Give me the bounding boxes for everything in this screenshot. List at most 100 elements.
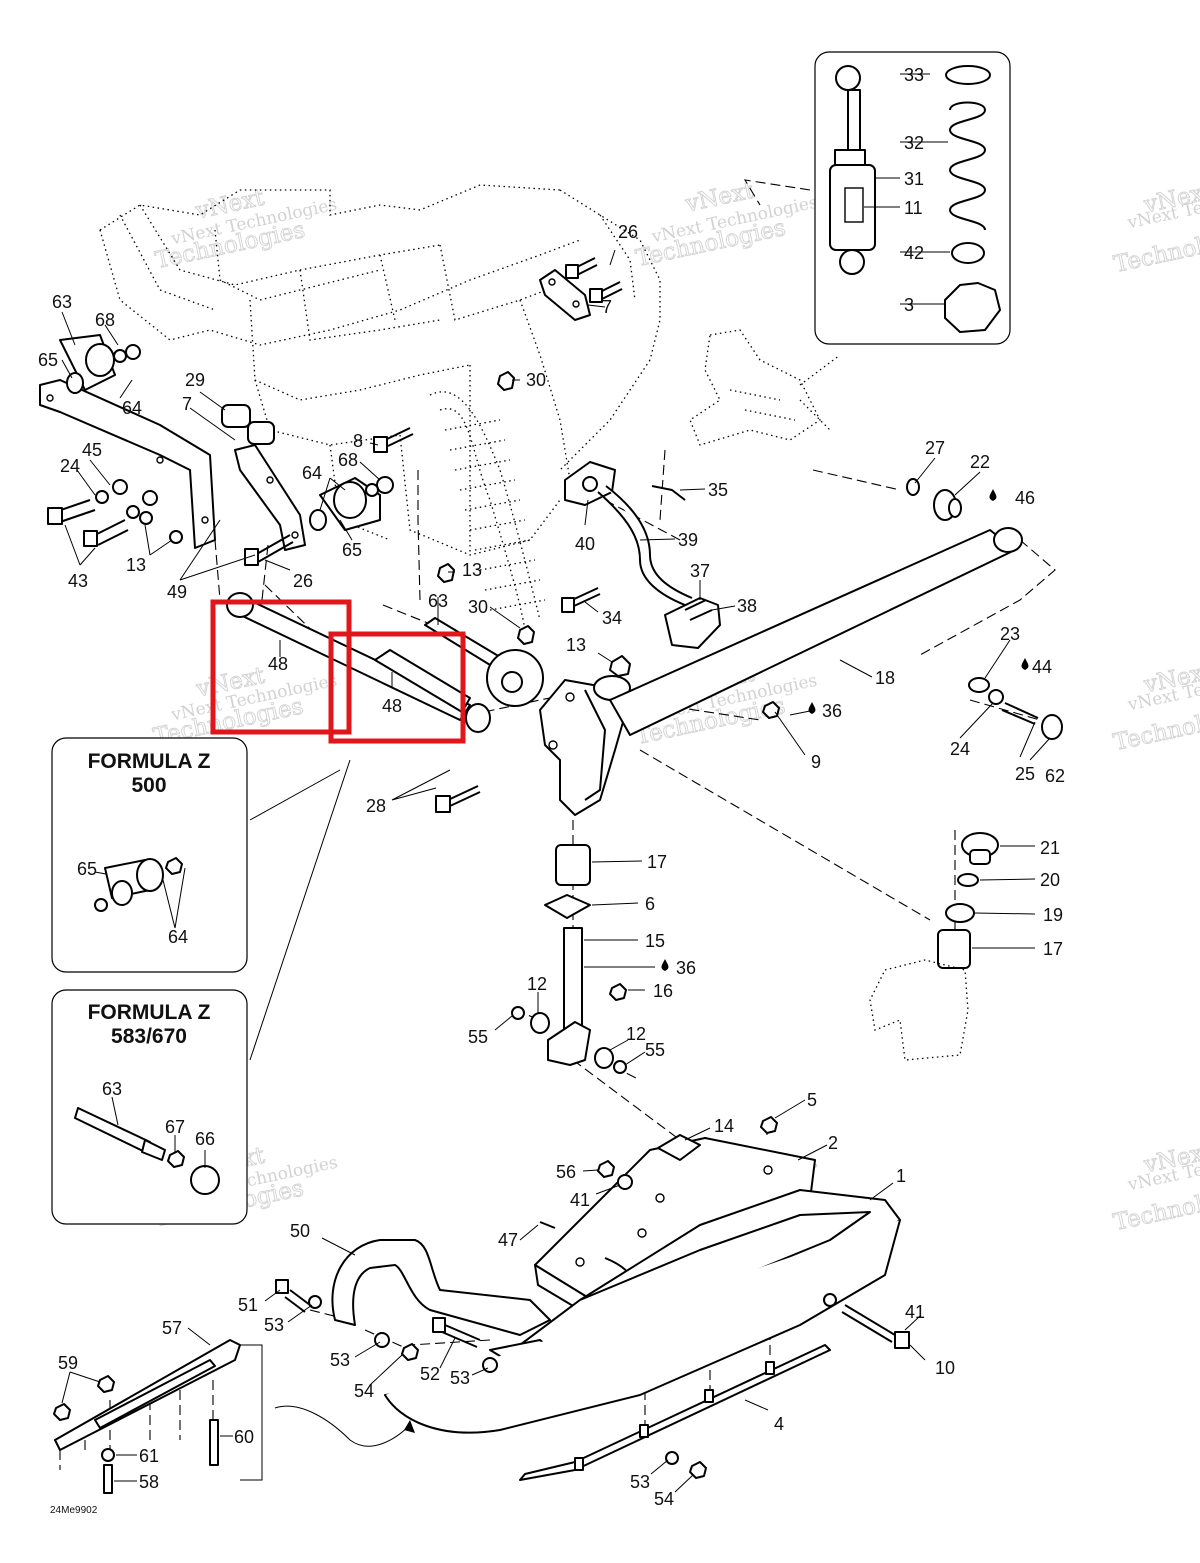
callout-64: 64 xyxy=(168,927,188,947)
callout-65: 65 xyxy=(38,350,58,370)
callout-33: 33 xyxy=(904,65,924,85)
cap-62 xyxy=(1041,714,1063,740)
drawing-code: 24Me9902 xyxy=(50,1505,98,1516)
stud xyxy=(639,1424,649,1438)
stud xyxy=(765,1361,775,1375)
watermark: vNext Technologies vNext Technologies xyxy=(1111,658,1200,756)
callout-37: 37 xyxy=(690,561,710,581)
bolt-head xyxy=(432,1317,446,1333)
callout-68: 68 xyxy=(95,310,115,330)
knob-21-stem xyxy=(969,849,991,865)
callout-51: 51 xyxy=(238,1295,258,1315)
ball-joint xyxy=(136,858,164,892)
watermark: vNext Technologies vNext Technologies xyxy=(153,184,339,274)
callout-63: 63 xyxy=(428,591,448,611)
grease-drop-icon xyxy=(989,489,997,501)
callout-43: 43 xyxy=(68,571,88,591)
ski-underside xyxy=(384,1219,901,1434)
shock-eye-bottom xyxy=(839,249,865,275)
plate-6 xyxy=(544,894,591,919)
washer-55 xyxy=(613,1060,627,1074)
washer-24 xyxy=(988,689,1004,705)
callout-53: 53 xyxy=(450,1368,470,1388)
left-bracket-assembly xyxy=(39,334,414,566)
shock-inset xyxy=(814,51,1011,345)
bolt-head xyxy=(561,597,575,613)
callout-30: 30 xyxy=(526,370,546,390)
callout-14: 14 xyxy=(714,1116,734,1136)
shock-collar xyxy=(834,149,866,166)
callout-8: 8 xyxy=(353,431,363,451)
callout-53: 53 xyxy=(630,1472,650,1492)
circlip-20 xyxy=(957,873,979,887)
watermark: vNext Technologies vNext Technologies xyxy=(151,662,339,751)
callout-68: 68 xyxy=(338,450,358,470)
bolt-head xyxy=(435,795,451,813)
callout-55: 55 xyxy=(468,1027,488,1047)
callout-16: 16 xyxy=(653,981,673,1001)
highlight-boxes xyxy=(210,599,466,744)
callout-12: 12 xyxy=(626,1024,646,1044)
callout-19: 19 xyxy=(1043,905,1063,925)
watermark: vNext Technologies vNext Technologies xyxy=(1111,1138,1200,1236)
washer xyxy=(113,349,127,363)
callout-24: 24 xyxy=(60,456,80,476)
callout-13: 13 xyxy=(462,560,482,580)
ski-handle-assembly xyxy=(274,1239,551,1447)
nut xyxy=(165,857,183,875)
callout-49: 49 xyxy=(167,582,187,602)
hole xyxy=(46,394,54,402)
callout-17: 17 xyxy=(647,852,667,872)
nut-13 xyxy=(609,655,631,677)
callout-18: 18 xyxy=(875,668,895,688)
callout-28: 28 xyxy=(366,796,386,816)
callout-26: 26 xyxy=(293,571,313,591)
nut-30 xyxy=(497,371,515,391)
callout-64: 64 xyxy=(122,398,142,418)
callout-63: 63 xyxy=(52,292,72,312)
hole xyxy=(655,1193,665,1203)
callout-7: 7 xyxy=(182,394,192,414)
nut xyxy=(139,511,153,525)
hole xyxy=(763,1165,773,1175)
callout-34: 34 xyxy=(602,608,622,628)
callout-63: 63 xyxy=(102,1079,122,1099)
pin-35 xyxy=(651,485,686,501)
washer-41 xyxy=(823,1293,837,1307)
top-bracket xyxy=(497,257,623,391)
bushing xyxy=(226,592,254,618)
spindle-assembly xyxy=(539,478,1023,816)
inset-formula-z-583-670: FORMULA Z 583/670 xyxy=(51,759,351,1225)
callout-58: 58 xyxy=(139,1472,159,1492)
callout-60: 60 xyxy=(234,1427,254,1447)
hole xyxy=(201,516,209,524)
nut-59 xyxy=(53,1403,71,1421)
circlip-23 xyxy=(968,677,990,693)
spring-cup-33 xyxy=(945,65,991,85)
right-hardware xyxy=(869,677,1063,1061)
nut-13 xyxy=(169,530,183,544)
callout-7: 7 xyxy=(602,297,612,317)
nut-56 xyxy=(597,1160,615,1178)
spring-32 xyxy=(949,101,986,231)
spindle-shaft-assembly xyxy=(511,844,627,1074)
arrow-curve xyxy=(274,1405,411,1447)
callout-2: 2 xyxy=(828,1133,838,1153)
stud-60 xyxy=(209,1419,219,1466)
shock-eye-top xyxy=(835,65,861,91)
wear-plate-slot xyxy=(94,1359,216,1429)
stud xyxy=(704,1389,714,1403)
callout-11: 11 xyxy=(904,198,923,218)
callout-50: 50 xyxy=(290,1221,310,1241)
hole xyxy=(575,1257,585,1267)
washer xyxy=(365,483,379,497)
callout-6: 6 xyxy=(645,894,655,914)
nut-59 xyxy=(97,1375,115,1393)
nut-68 xyxy=(376,476,394,494)
washer-55 xyxy=(511,1006,525,1020)
callout-42: 42 xyxy=(904,243,924,263)
watermark: vNext Technologies vNext Technologies xyxy=(1111,178,1200,278)
inset-pointer xyxy=(249,759,351,1061)
